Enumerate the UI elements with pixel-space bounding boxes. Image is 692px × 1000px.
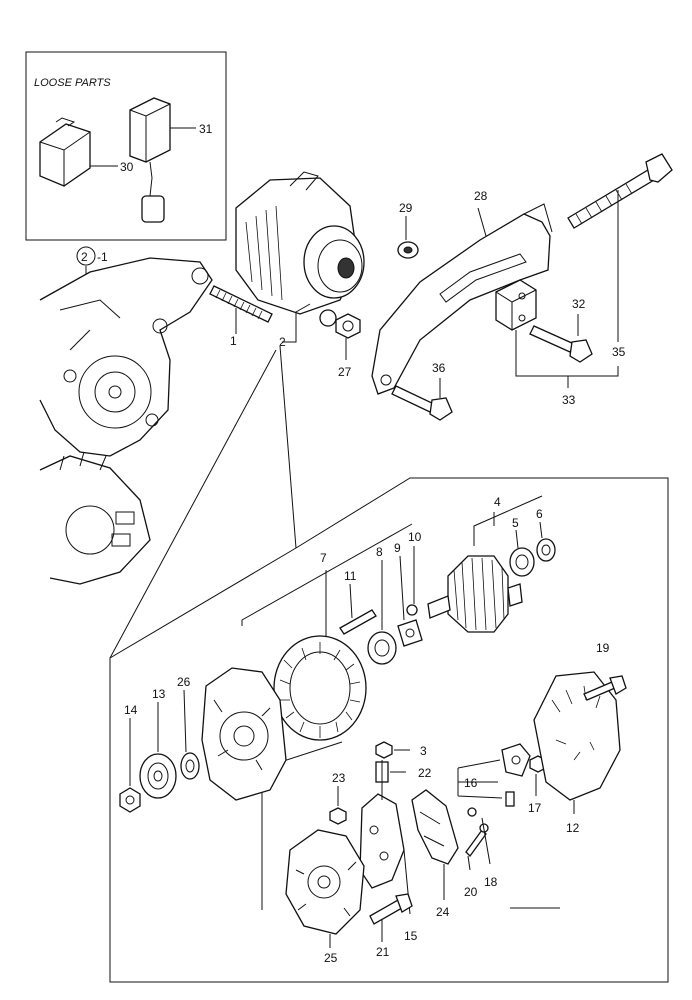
callout-29: 29	[399, 201, 413, 215]
callout-17: 17	[528, 801, 542, 815]
part-32-bolt	[495, 279, 593, 363]
callout-20: 20	[464, 885, 478, 899]
callout-15: 15	[404, 929, 418, 943]
loose-parts-title: LOOSE PARTS	[34, 77, 111, 89]
callout-4: 4	[494, 495, 501, 509]
part-16-terminal	[457, 743, 531, 807]
callout-32: 32	[572, 297, 586, 311]
part-8-bearing	[367, 560, 397, 665]
part-35-long-bolt	[567, 153, 673, 342]
ref-suffix: -1	[97, 250, 108, 264]
callout-14: 14	[124, 703, 138, 717]
exploded-view-frame	[109, 345, 669, 983]
part-6-cover	[536, 521, 556, 562]
part-36-bolt	[391, 378, 453, 421]
leader-33	[515, 330, 619, 377]
callout-2: 2	[279, 335, 286, 349]
part-19-bolt	[583, 675, 627, 701]
part-13-pulley	[139, 702, 177, 799]
part-2-alternator-assembly	[235, 171, 365, 343]
callout-13: 13	[152, 687, 166, 701]
callout-30: 30	[120, 160, 134, 174]
callout-1: 1	[230, 334, 237, 348]
part-18-screw	[467, 807, 491, 865]
callout-9: 9	[394, 541, 401, 555]
part-1-stud-bolt	[209, 285, 273, 334]
part-23-nut	[329, 786, 347, 825]
part-22-insulator	[375, 761, 406, 783]
callout-27: 27	[338, 365, 352, 379]
part-29-collar	[397, 216, 419, 259]
leader-4	[473, 495, 543, 546]
part-4-rotor	[427, 555, 523, 633]
callout-10: 10	[408, 530, 422, 544]
part-12-rear-cover	[533, 671, 621, 814]
part-31-regulator	[129, 97, 196, 223]
callout-24: 24	[436, 905, 450, 919]
callout-3: 3	[420, 744, 427, 758]
part-9-plate	[397, 555, 423, 647]
part-7-stator	[273, 570, 367, 741]
front-housing	[201, 667, 287, 801]
part-10-screw	[406, 546, 418, 616]
callout-7: 7	[320, 551, 327, 565]
part-27-nut	[335, 313, 361, 360]
callout-36: 36	[432, 361, 446, 375]
part-24-brush-holder	[411, 789, 459, 900]
callout-35: 35	[612, 345, 626, 359]
callout-26: 26	[177, 675, 191, 689]
callout-6: 6	[536, 507, 543, 521]
part-14-nut	[119, 718, 141, 813]
callout-18: 18	[484, 875, 498, 889]
part-30-relay	[39, 117, 118, 187]
callout-22: 22	[418, 766, 432, 780]
callout-5: 5	[512, 516, 519, 530]
callout-8: 8	[376, 545, 383, 559]
callout-31: 31	[199, 122, 213, 136]
ref-circled-number: 2	[81, 250, 88, 264]
callout-16: 16	[464, 776, 478, 790]
callout-25: 25	[324, 951, 338, 965]
callout-23: 23	[332, 771, 346, 785]
part-26-spacer	[180, 689, 200, 780]
callout-28: 28	[474, 189, 488, 203]
callout-21: 21	[376, 945, 390, 959]
callout-33: 33	[562, 393, 576, 407]
part-5-bearing	[509, 529, 535, 577]
engine-gear-case	[39, 257, 213, 585]
part-25-rear-housing	[285, 829, 365, 948]
part-11-stud	[339, 583, 377, 635]
part-21-bolt	[369, 893, 413, 942]
part-28-adjusting-bracket	[371, 203, 553, 395]
callout-11: 11	[344, 569, 357, 583]
callout-12: 12	[566, 821, 580, 835]
callout-19: 19	[596, 641, 610, 655]
loose-parts-panel: LOOSE PARTS 30 31	[25, 51, 227, 241]
part-3-nut	[375, 741, 410, 759]
part-15-rectifier	[359, 760, 411, 915]
